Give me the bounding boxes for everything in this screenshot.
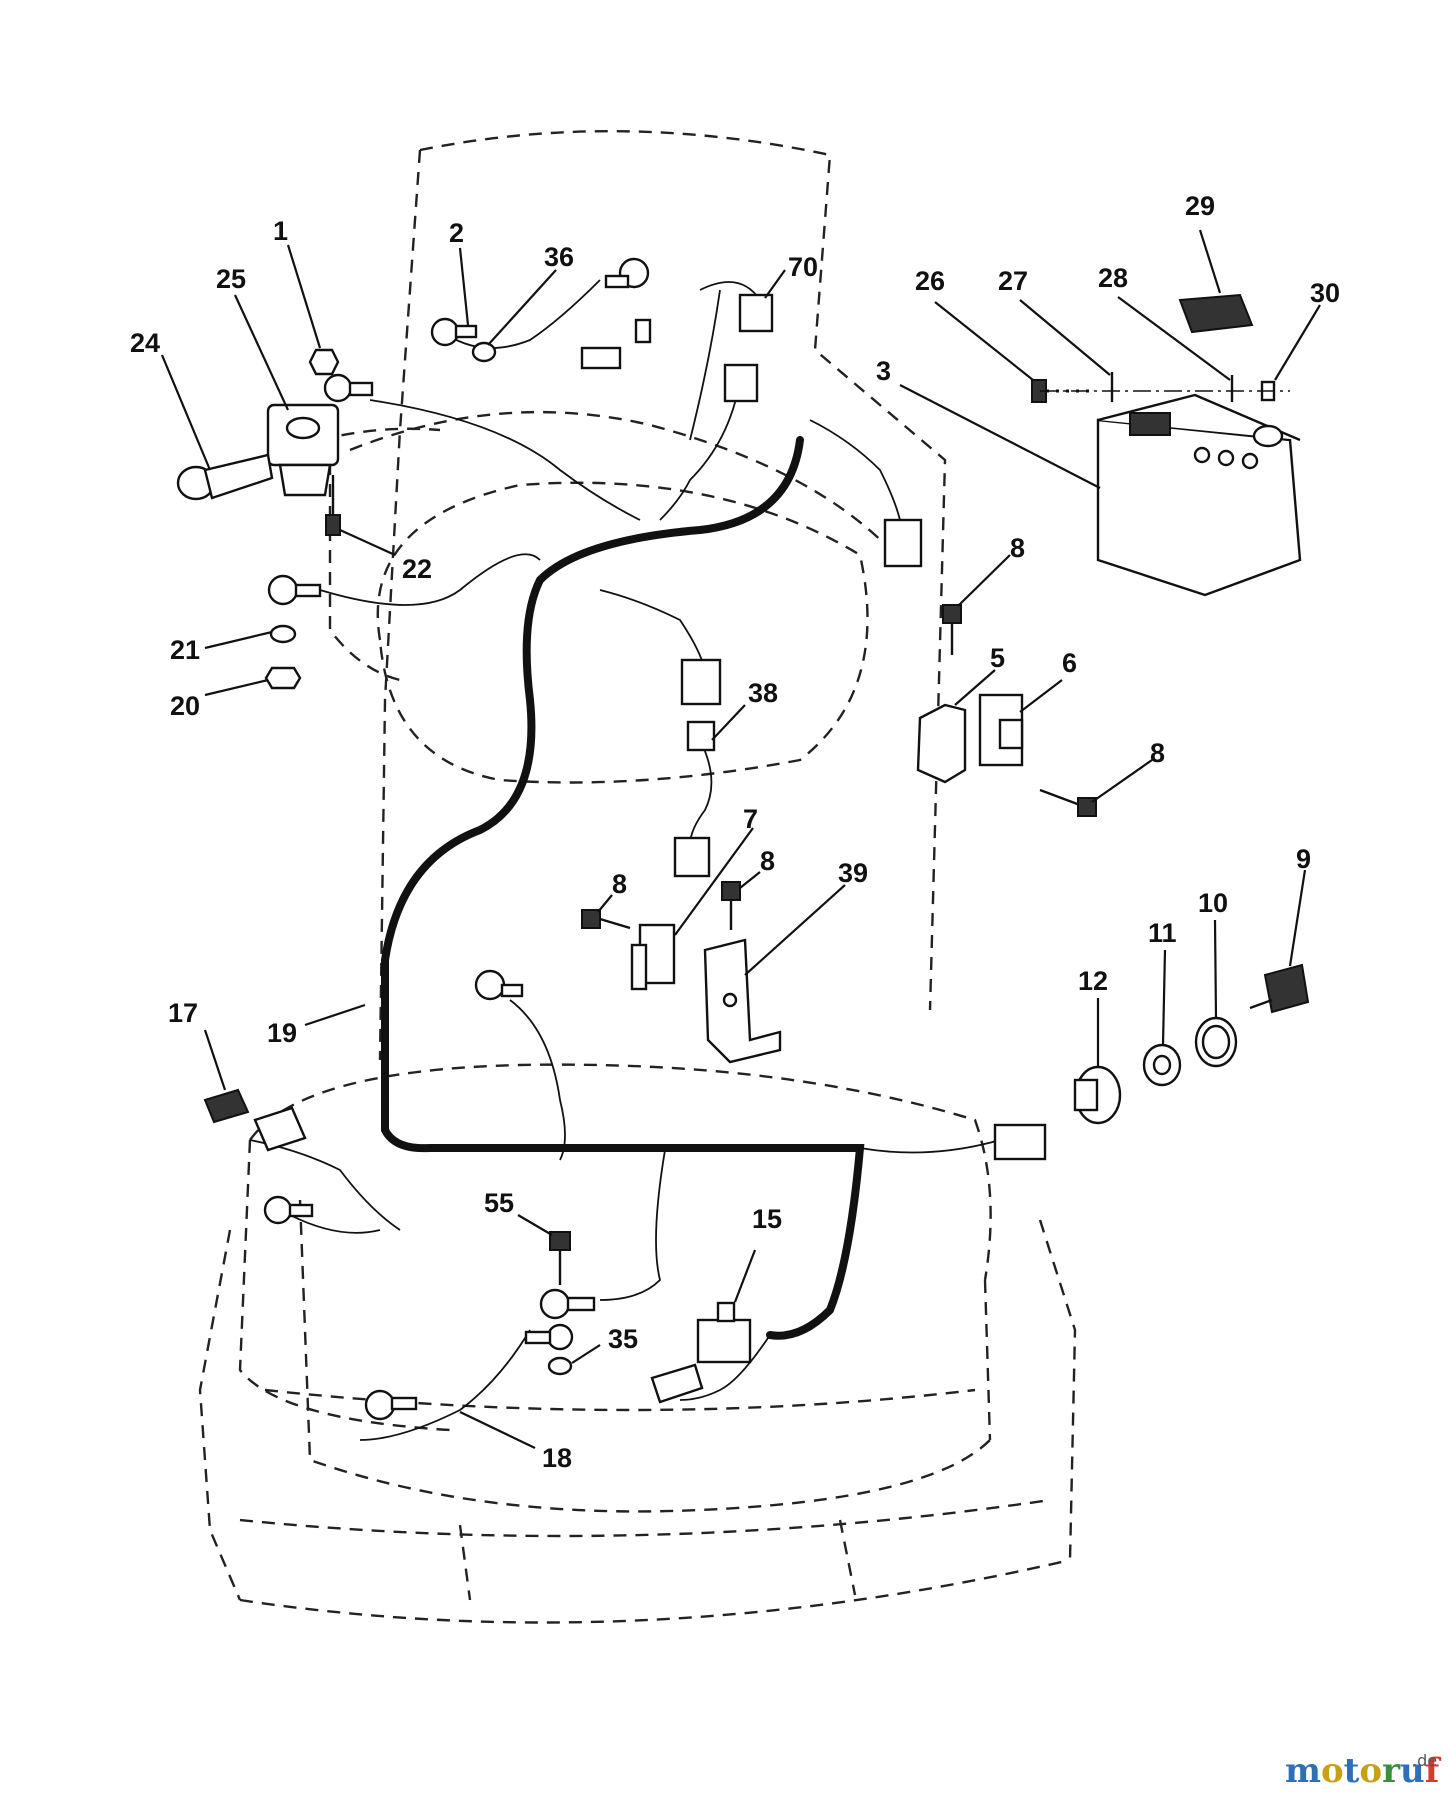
callout-39: 39 [838, 858, 868, 888]
ring-terminal-top [323, 373, 374, 403]
callout-11: 11 [1148, 918, 1177, 948]
callout-9: 9 [1296, 844, 1311, 874]
callout-19: 19 [267, 1018, 297, 1048]
key-9 [1249, 963, 1310, 1014]
callout-70: 70 [788, 252, 818, 282]
callout-22: 22 [402, 554, 432, 584]
screw-8-top [942, 604, 962, 655]
screw-8-mid [581, 909, 631, 930]
bezel-10 [1194, 1016, 1238, 1068]
callout-25: 25 [216, 264, 246, 294]
bracket-39 [703, 938, 782, 1064]
harness-wires [249, 279, 1001, 1441]
coiled-wire-harness [381, 436, 865, 1340]
fuse-holder [253, 1106, 307, 1152]
screw-8-bracket [721, 881, 741, 930]
ground-terminals-18 [364, 1288, 596, 1421]
switch-6 [978, 693, 1024, 767]
watermark-letter-r: r [1382, 1751, 1401, 1791]
washer-36 [471, 341, 497, 363]
ignition-switch-12 [1073, 1065, 1122, 1125]
callout-36: 36 [544, 242, 574, 272]
battery-cover-29 [1178, 293, 1254, 334]
switch-15 [696, 1301, 752, 1364]
callout-17: 17 [168, 998, 198, 1028]
connector-70 [580, 293, 774, 403]
watermark-tld: .de [1412, 1751, 1437, 1770]
bracket-5 [916, 703, 967, 784]
plug-15 [650, 1363, 704, 1404]
ground-terminal-2 [430, 317, 478, 347]
bolt-22 [325, 475, 341, 536]
battery-hardware-27-28-30 [1040, 372, 1290, 402]
connector-harness-top [883, 518, 923, 568]
leader-lines [160, 229, 1321, 1449]
nut-11 [1142, 1043, 1182, 1087]
callout-1: 1 [273, 216, 288, 246]
callout-55: 55 [484, 1188, 514, 1218]
battery-3 [1096, 393, 1302, 597]
callout-3: 3 [876, 356, 891, 386]
callout-28: 28 [1098, 263, 1128, 293]
callout-15: 15 [752, 1204, 782, 1234]
callout-20: 20 [170, 691, 200, 721]
callout-10: 10 [1198, 888, 1228, 918]
callout-38: 38 [748, 678, 778, 708]
callout-21: 21 [170, 635, 200, 665]
screw-8-right [1039, 788, 1097, 817]
washer-35 [547, 1356, 573, 1376]
boot-cover-24 [176, 453, 274, 501]
tractor-outline [198, 129, 1077, 1624]
motoruf-watermark: motoruf .de [1285, 1751, 1442, 1791]
watermark-letter-o: o [1321, 1751, 1344, 1791]
callout-12: 12 [1078, 966, 1108, 996]
callout-29: 29 [1185, 191, 1215, 221]
callout-35: 35 [608, 1324, 638, 1354]
solenoid-25 [266, 403, 340, 497]
watermark-letter-t: t [1344, 1751, 1360, 1791]
washer-21 [269, 624, 297, 644]
callout-6: 6 [1062, 648, 1077, 678]
callout-labels: 1 2 3 5 6 7 8 8 8 8 9 10 11 12 15 17 18 … [130, 191, 1340, 1473]
callout-2: 2 [449, 218, 464, 248]
callout-8-mid: 8 [612, 869, 627, 899]
ring-terminal-bottom-left [263, 1195, 314, 1225]
ring-terminal-left [267, 574, 322, 606]
callout-26: 26 [915, 266, 945, 296]
callout-27: 27 [998, 266, 1028, 296]
watermark-letter-m: m [1285, 1751, 1321, 1791]
callout-18: 18 [542, 1443, 572, 1473]
callout-24: 24 [130, 328, 160, 358]
connector-38 [673, 658, 722, 878]
callout-8-bracket: 8 [760, 846, 775, 876]
bolt-55 [549, 1231, 571, 1285]
watermark-letter-o2: o [1359, 1751, 1382, 1791]
callout-8-right: 8 [1150, 738, 1165, 768]
nut-1 [308, 348, 340, 376]
callout-7: 7 [743, 804, 758, 834]
connector-ignition [993, 1123, 1047, 1161]
callout-5: 5 [990, 643, 1005, 673]
svg-text:motoruf: motoruf [1285, 1751, 1442, 1791]
watermark-letter-f: f [1425, 1751, 1442, 1791]
switch-7 [630, 923, 676, 991]
battery-bolt-26 [1031, 379, 1090, 403]
callout-30: 30 [1310, 278, 1340, 308]
nut-20 [264, 666, 302, 690]
callout-8-top: 8 [1010, 533, 1025, 563]
watermark-letter-u: u [1400, 1751, 1425, 1791]
ring-terminal-center [474, 969, 524, 1001]
fuse-17 [203, 1088, 250, 1124]
ring-terminal-36 [604, 257, 650, 289]
